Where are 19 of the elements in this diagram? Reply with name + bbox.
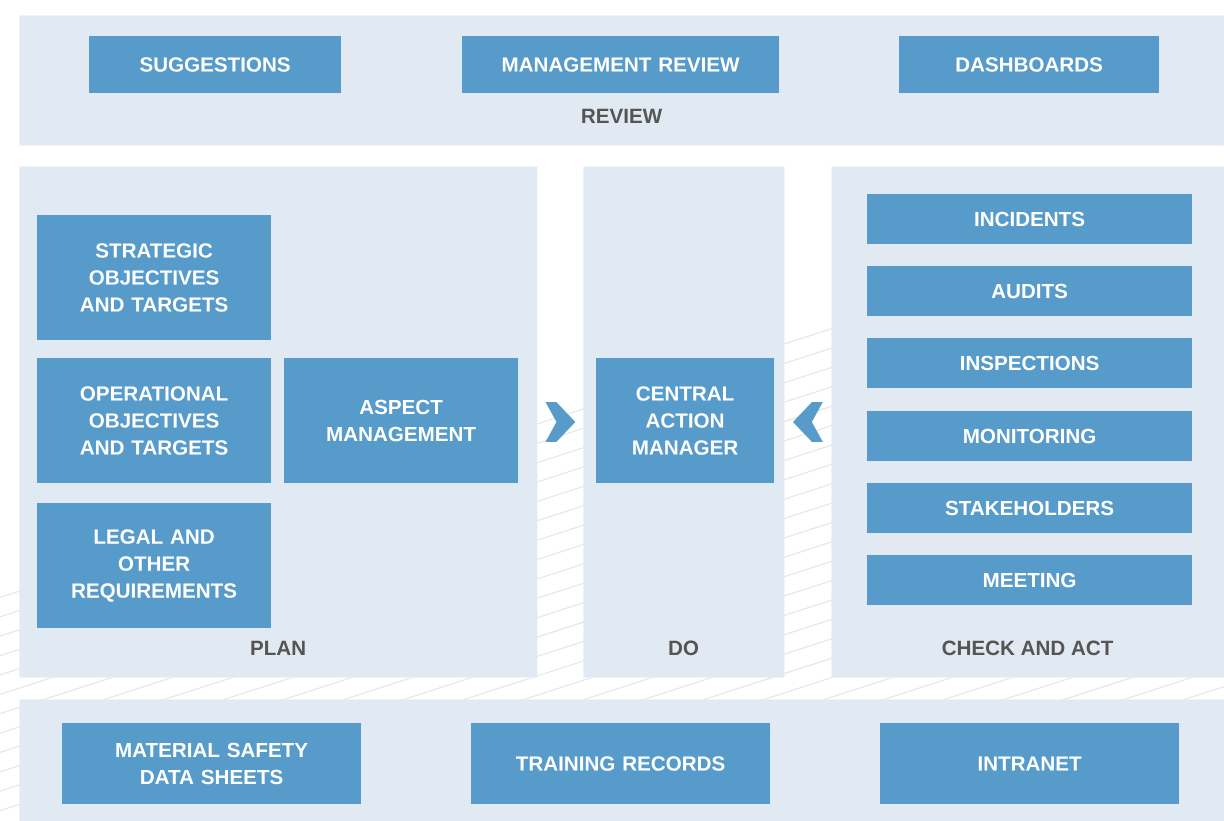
process-box: OPERATIONAL OBJECTIVES AND TARGETS (37, 358, 271, 483)
process-box: AUDITS (867, 266, 1192, 316)
chevron-arrow (792, 401, 823, 442)
process-box: STAKEHOLDERS (867, 483, 1192, 533)
process-box: INSPECTIONS (867, 338, 1192, 388)
process-box: STRATEGIC OBJECTIVES AND TARGETS (37, 215, 271, 340)
process-box: SUGGESTIONS (89, 36, 341, 93)
process-box: ASPECT MANAGEMENT (284, 358, 518, 483)
process-box: INCIDENTS (867, 194, 1192, 244)
process-box: INTRANET (880, 723, 1179, 804)
chevron-arrow (545, 401, 576, 442)
process-box: MEETING (867, 555, 1192, 605)
process-box: CENTRAL ACTION MANAGER (596, 358, 774, 483)
process-box: MATERIAL SAFETY DATA SHEETS (62, 723, 361, 804)
process-box: MANAGEMENT REVIEW (462, 36, 779, 93)
process-box: LEGAL AND OTHER REQUIREMENTS (37, 503, 271, 628)
process-box: TRAINING RECORDS (471, 723, 770, 804)
process-box: DASHBOARDS (899, 36, 1159, 93)
process-box: MONITORING (867, 411, 1192, 461)
